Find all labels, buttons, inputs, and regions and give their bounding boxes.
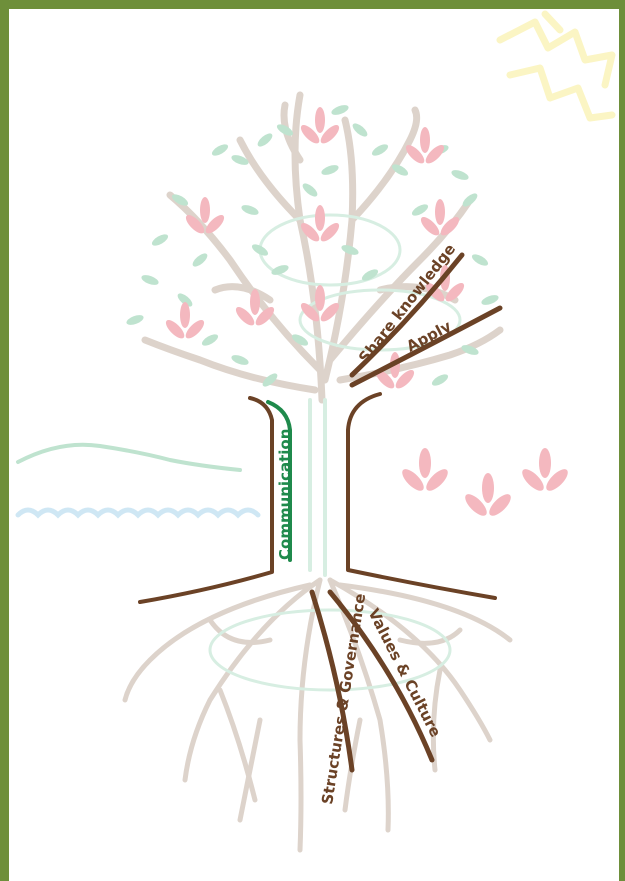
structures-governance-label: Structures & Governance xyxy=(318,592,369,806)
hill-line xyxy=(18,445,240,470)
trunk-outline xyxy=(140,394,495,602)
sun-icon xyxy=(500,14,612,118)
fallen-blossoms xyxy=(399,448,571,519)
water-waves xyxy=(18,510,258,515)
tree-roots xyxy=(125,580,510,850)
values-culture-label: Values & Culture xyxy=(364,606,444,740)
apply-label: Apply xyxy=(403,317,454,356)
communication-label: Communication xyxy=(276,429,294,560)
trunk-inner xyxy=(310,400,325,575)
